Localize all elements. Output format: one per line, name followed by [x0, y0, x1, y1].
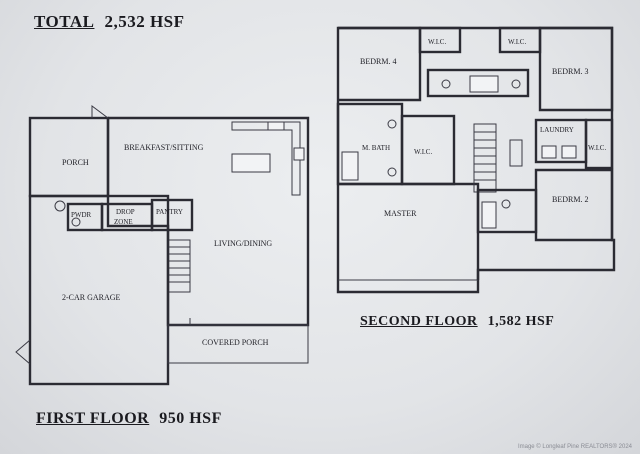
porch-door	[91, 105, 109, 119]
second-floor-plan	[336, 26, 616, 294]
garage-label: 2-CAR GARAGE	[62, 293, 121, 302]
shared-tub	[469, 75, 499, 93]
powder-toilet	[71, 217, 81, 227]
master-tub	[341, 151, 359, 181]
bedroom3-label: BEDRM. 3	[552, 67, 588, 76]
watermark: Image © Longleaf Pine REALTORS® 2024	[517, 444, 632, 450]
bedroom4-walls	[338, 26, 422, 102]
master-sink-1	[387, 119, 397, 129]
drop-zone-label-line1: DROP	[116, 208, 135, 216]
washer	[541, 145, 557, 159]
master-bedroom-walls	[338, 182, 480, 280]
first-floor-stairs	[167, 239, 191, 293]
covered-porch-label: COVERED PORCH	[202, 338, 269, 347]
hall-linen	[509, 139, 523, 167]
wic-b-label: W.I.C.	[508, 38, 526, 46]
pwdr-label: PWDR	[71, 211, 92, 219]
master-bath-label: M. BATH	[362, 144, 390, 152]
porch-label: PORCH	[62, 158, 89, 167]
second-floor-stairs	[473, 123, 497, 193]
bedroom3-walls	[538, 26, 614, 112]
laundry-label: LAUNDRY	[540, 126, 574, 134]
shared-sink-left	[441, 79, 451, 89]
porch-walls	[28, 116, 110, 198]
wic-c-label: W.I.C.	[588, 144, 606, 152]
garage-walls	[28, 194, 170, 386]
wic-c-walls	[584, 118, 614, 170]
hall-tub	[481, 201, 497, 229]
hall-toilet	[501, 199, 511, 209]
master-label: MASTER	[384, 209, 417, 218]
pantry-walls	[150, 198, 194, 232]
covered-porch-outline	[167, 324, 309, 364]
wic-a-label: W.I.C.	[428, 38, 446, 46]
living-dining-label: LIVING/DINING	[214, 239, 272, 248]
shared-sink-right	[511, 79, 521, 89]
dryer	[561, 145, 577, 159]
range	[293, 147, 305, 161]
bedroom2-label: BEDRM. 2	[552, 195, 588, 204]
kitchen-island	[231, 153, 271, 173]
first-floor-plan	[15, 105, 310, 386]
kitchen-counter	[231, 121, 301, 196]
garage-side-door	[15, 339, 31, 365]
master-wic-label: W.I.C.	[414, 148, 432, 156]
pantry-label: PANTRY	[156, 208, 183, 216]
bedroom4-label: BEDRM. 4	[360, 57, 396, 66]
drop-zone-label-line2: ZONE	[114, 218, 133, 226]
bedroom2-walls	[534, 168, 614, 242]
water-heater	[54, 200, 66, 212]
sink	[267, 121, 285, 131]
breakfast-label: BREAKFAST/SITTING	[124, 143, 204, 152]
wic-a-walls	[418, 26, 462, 54]
master-sink-2	[387, 167, 397, 177]
shared-bath-walls	[426, 68, 530, 98]
